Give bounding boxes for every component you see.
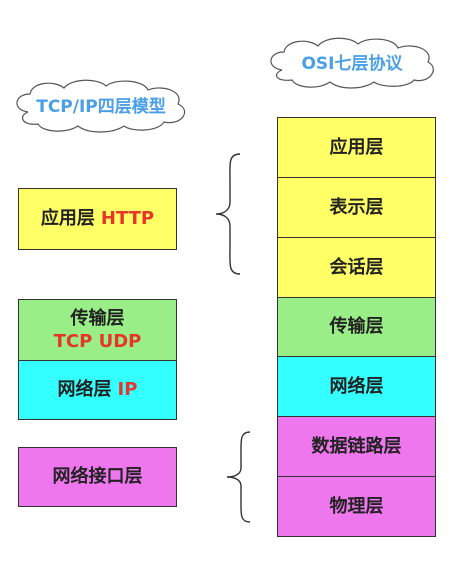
tcpip-application-layer-name: 应用层 <box>40 208 95 230</box>
tcpip-interface-layer: 网络接口层 <box>18 447 177 507</box>
tcpip-transport-layer: 传输层 TCP UDP <box>18 299 177 361</box>
tcpip-application-layer-protocol: HTTP <box>100 208 155 230</box>
osi-cloud-shape <box>270 37 434 89</box>
osi-layer-label: 数据链路层 <box>311 435 402 457</box>
upper-brace <box>215 153 241 275</box>
osi-layer-application: 应用层 <box>277 117 436 178</box>
tcpip-application-layer: 应用层 HTTP <box>18 188 177 250</box>
tcpip-transport-layer-name: 传输层 <box>70 307 125 329</box>
osi-model-title: OSI七层协议 <box>301 54 403 74</box>
osi-layer-physical: 物理层 <box>277 476 436 537</box>
osi-layer-transport: 传输层 <box>277 297 436 357</box>
tcpip-interface-layer-name: 网络接口层 <box>52 466 143 488</box>
tcpip-model-title: TCP/IP四层模型 <box>36 97 166 117</box>
osi-layer-network: 网络层 <box>277 356 436 417</box>
osi-layer-label: 表示层 <box>329 196 384 218</box>
tcpip-network-layer: 网络层 IP <box>18 360 177 420</box>
osi-layer-label: 会话层 <box>329 256 384 278</box>
osi-layer-label: 传输层 <box>329 316 384 338</box>
lower-brace <box>226 431 251 523</box>
osi-layer-label: 网络层 <box>329 375 384 397</box>
tcpip-network-layer-name: 网络层 <box>57 379 112 401</box>
osi-layer-label: 物理层 <box>329 495 384 517</box>
osi-layer-label: 应用层 <box>329 136 384 158</box>
tcpip-transport-layer-protocol: TCP UDP <box>53 331 142 352</box>
osi-layer-session: 会话层 <box>277 237 436 298</box>
osi-layer-presentation: 表示层 <box>277 177 436 238</box>
tcpip-cloud-shape <box>16 79 186 133</box>
osi-layer-data-link: 数据链路层 <box>277 416 436 477</box>
tcpip-network-layer-protocol: IP <box>117 379 138 401</box>
